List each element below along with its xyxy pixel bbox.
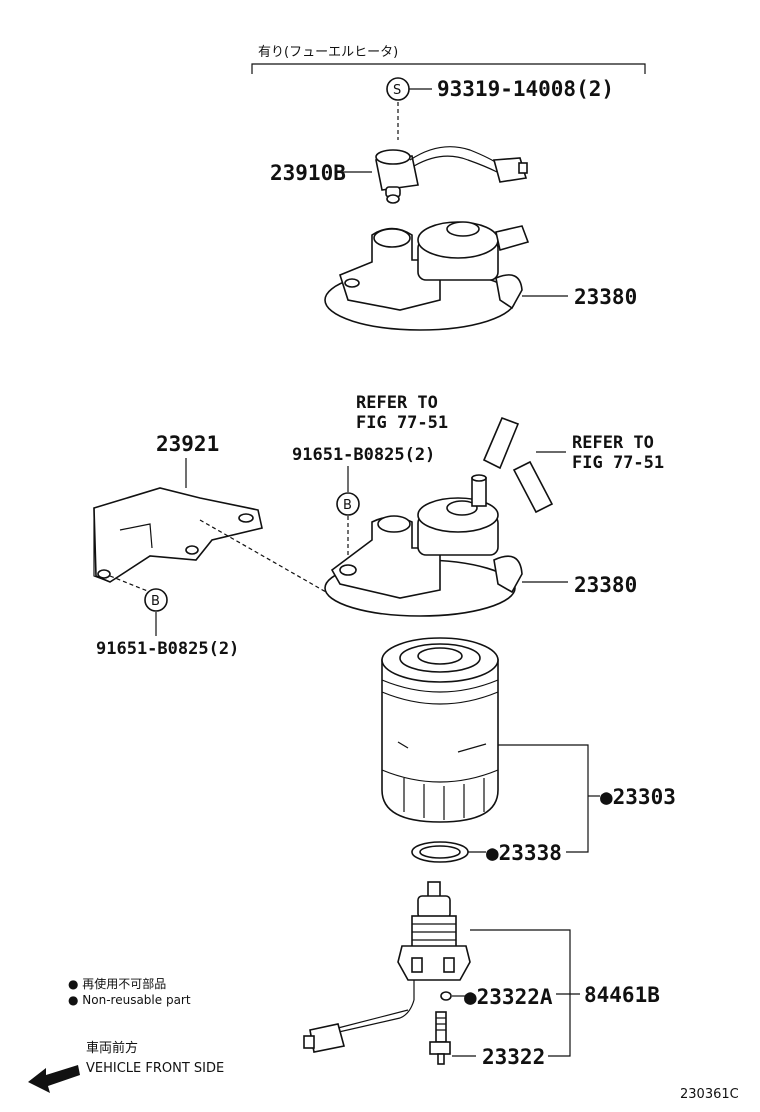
water-sensor: ●23322A 23322 84461B [303,881,660,1069]
variant-note: 有り(フューエルヒータ) [258,45,398,60]
label-bolt-b-top: 91651-B0825(2) [292,445,435,465]
callout-b2: B [151,594,160,609]
label-housing-lower: 23380 [574,573,637,597]
front-label-jp: 車両前方 [86,1040,138,1056]
callout-b1: B [343,498,352,513]
diagram-id: 230361C [680,1087,739,1102]
label-bracket: 23921 [156,432,219,456]
filter-element: ●23303 [381,637,676,853]
label-switch: 23322 [482,1045,545,1069]
gasket: ●23338 [411,841,562,865]
bolt-s-callout: S 93319-14008(2) [386,77,614,140]
front-label-en: VEHICLE FRONT SIDE [86,1061,224,1076]
filter-housing-upper: 23380 [324,221,637,331]
label-housing-upper: 23380 [574,285,637,309]
label-bolt-s: 93319-14008(2) [437,77,614,101]
label-refer-1-line2: FIG 77-51 [356,413,448,433]
refer-pipes: REFER TO FIG 77-51 REFER TO FIG 77-51 [356,393,664,514]
label-refer-2-line2: FIG 77-51 [572,453,664,473]
legend-line-2: ● Non-reusable part [68,993,191,1007]
front-direction: 車両前方 VEHICLE FRONT SIDE [28,1040,224,1093]
label-refer-2-line1: REFER TO [572,433,654,453]
front-arrow-icon [28,1065,80,1093]
label-filter: ●23303 [600,785,676,809]
bracket-23921: 23921 [93,432,341,601]
label-bolt-b-bottom: 91651-B0825(2) [96,639,239,659]
filter-housing-lower: 23380 [324,474,637,617]
legend-line-1: ● 再使用不可部品 [68,976,166,991]
label-switch-oring: ●23322A [464,985,553,1009]
label-heater: 23910B [270,161,346,185]
label-gasket: ●23338 [486,841,562,865]
fuel-heater: 23910B [270,146,528,204]
callout-s: S [393,83,401,98]
label-refer-1-line1: REFER TO [356,393,438,413]
variant-bracket: 有り(フューエルヒータ) [251,45,646,74]
label-switch-assy: 84461B [584,983,660,1007]
legend: ● 再使用不可部品 ● Non-reusable part [68,976,191,1007]
bolt-b-bottom: B 91651-B0825(2) [96,588,239,659]
